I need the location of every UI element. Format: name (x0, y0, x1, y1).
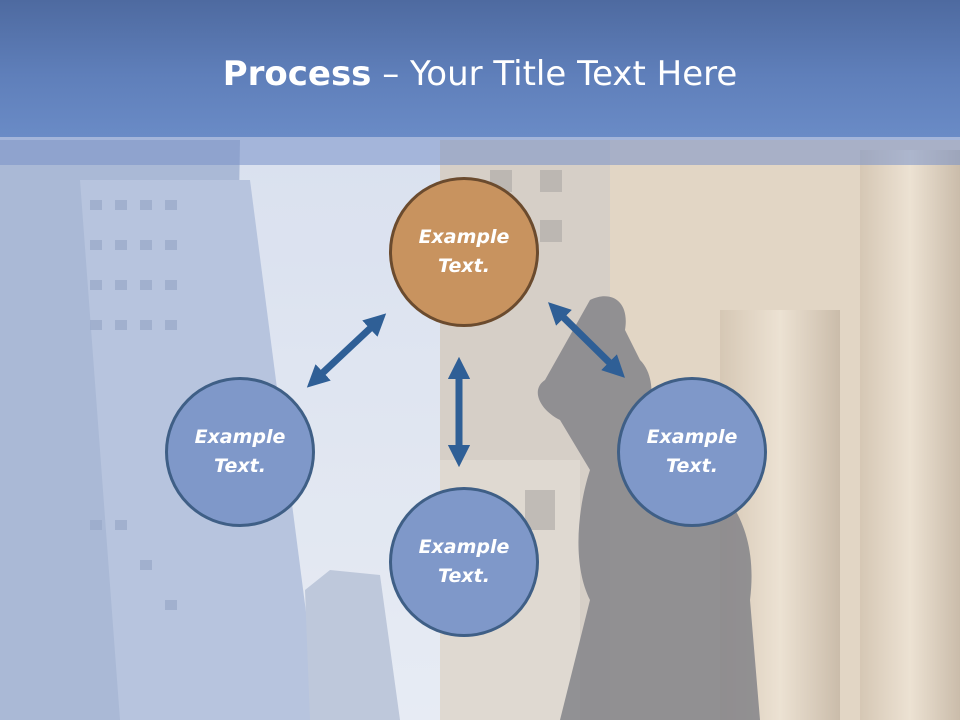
title-bold: Process (222, 54, 372, 94)
node-top-line2: Text. (438, 255, 490, 277)
node-bottom-line2: Text. (438, 565, 490, 587)
node-left-line1: Example (194, 426, 286, 448)
title-rest: – Your Title Text Here (371, 54, 738, 94)
node-bottom-line1: Example (418, 536, 510, 558)
title-bar (0, 0, 960, 137)
node-top-line1: Example (418, 226, 510, 248)
node-right-line1: Example (646, 426, 738, 448)
node-right-line2: Text. (666, 455, 718, 477)
slide-title: Process – Your Title Text Here (0, 52, 960, 96)
node-left-line2: Text. (214, 455, 266, 477)
arrow-top-right (548, 302, 625, 378)
title-bar-strip (0, 137, 960, 165)
arrow-top-left (306, 313, 387, 388)
